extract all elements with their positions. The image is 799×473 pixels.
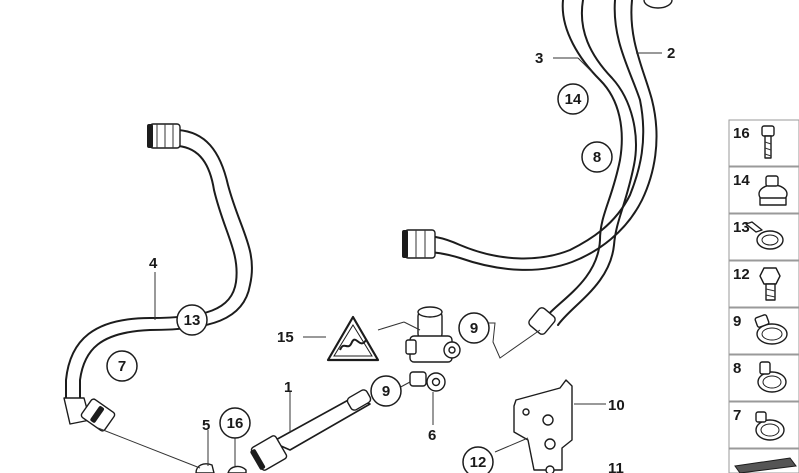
callout-circle-14: 14 [557,83,589,115]
bolt-11[interactable] [545,465,555,473]
callout-6: 6 [428,427,436,444]
callout-1: 1 [284,379,292,396]
svg-text:13: 13 [184,312,201,329]
legend-item-13[interactable]: 13 [728,213,799,261]
callout-15: 15 [277,329,294,346]
hose-lower-end [528,307,556,335]
callout-numbers: 1 2 3 4 5 6 10 11 15 [149,45,675,473]
parts-legend: 16 14 13 [728,119,799,473]
callout-circle-13: 13 [176,304,208,336]
svg-text:12: 12 [470,454,487,471]
hose-4[interactable] [63,123,253,432]
svg-text:14: 14 [733,172,750,189]
svg-text:9: 9 [470,320,478,337]
hose-clamp-icon [758,175,788,206]
control-valve-6[interactable] [405,306,461,392]
svg-text:14: 14 [565,91,582,108]
legend-item-12[interactable]: 12 [728,260,799,308]
hose-8-connector [402,229,436,259]
bolt-icon [761,125,775,159]
hose-2-top-end [643,0,673,9]
callout-5: 5 [202,417,210,434]
svg-text:9: 9 [733,313,741,330]
callout-circle-12: 12 [462,446,494,473]
callout-10: 10 [608,397,625,414]
callout-circle-16: 16 [219,407,251,439]
hot-surface-icon [339,338,367,351]
hose-clamp-icon [757,361,787,393]
callout-2: 2 [667,45,675,62]
legend-item-16[interactable]: 16 [728,119,799,167]
warning-label-15[interactable] [326,315,380,362]
legend-item-7[interactable]: 7 [728,401,799,449]
bolt-16-bottom[interactable] [227,465,247,473]
svg-text:8: 8 [593,149,601,166]
svg-text:16: 16 [227,415,244,432]
svg-text:7: 7 [733,407,741,424]
callout-4: 4 [149,255,158,272]
hose-clamp-icon [754,314,788,345]
svg-text:9: 9 [382,383,390,400]
legend-item-9[interactable]: 9 [728,307,799,355]
hose-clamp-icon [745,221,784,250]
hose-4-top-connector [147,123,181,149]
circled-callouts: 7 13 14 8 9 9 16 12 [106,83,613,473]
svg-text:16: 16 [733,125,750,142]
hose-1[interactable] [250,388,372,471]
hose-2-3-assembly[interactable] [402,0,673,336]
callout-3: 3 [535,50,543,67]
svg-text:13: 13 [733,219,750,236]
hex-bolt-icon [759,267,781,301]
svg-text:7: 7 [118,358,126,375]
callout-circle-9-upper: 9 [458,312,490,344]
bracket-10[interactable] [513,379,573,471]
leader-lines [97,52,662,469]
clamp-5[interactable] [195,463,215,473]
svg-text:12: 12 [733,266,750,283]
callout-11: 11 [608,460,624,473]
legend-item-gasket[interactable] [728,448,799,473]
callout-circle-7: 7 [106,350,138,382]
legend-item-8[interactable]: 8 [728,354,799,402]
gasket-icon [734,457,797,473]
callout-circle-9-lower: 9 [370,375,402,407]
svg-text:8: 8 [733,360,741,377]
legend-item-14[interactable]: 14 [728,166,799,214]
callout-circle-8: 8 [581,141,613,173]
hose-4-bottom-connector [63,397,116,432]
hose-clamp-icon [755,411,785,441]
